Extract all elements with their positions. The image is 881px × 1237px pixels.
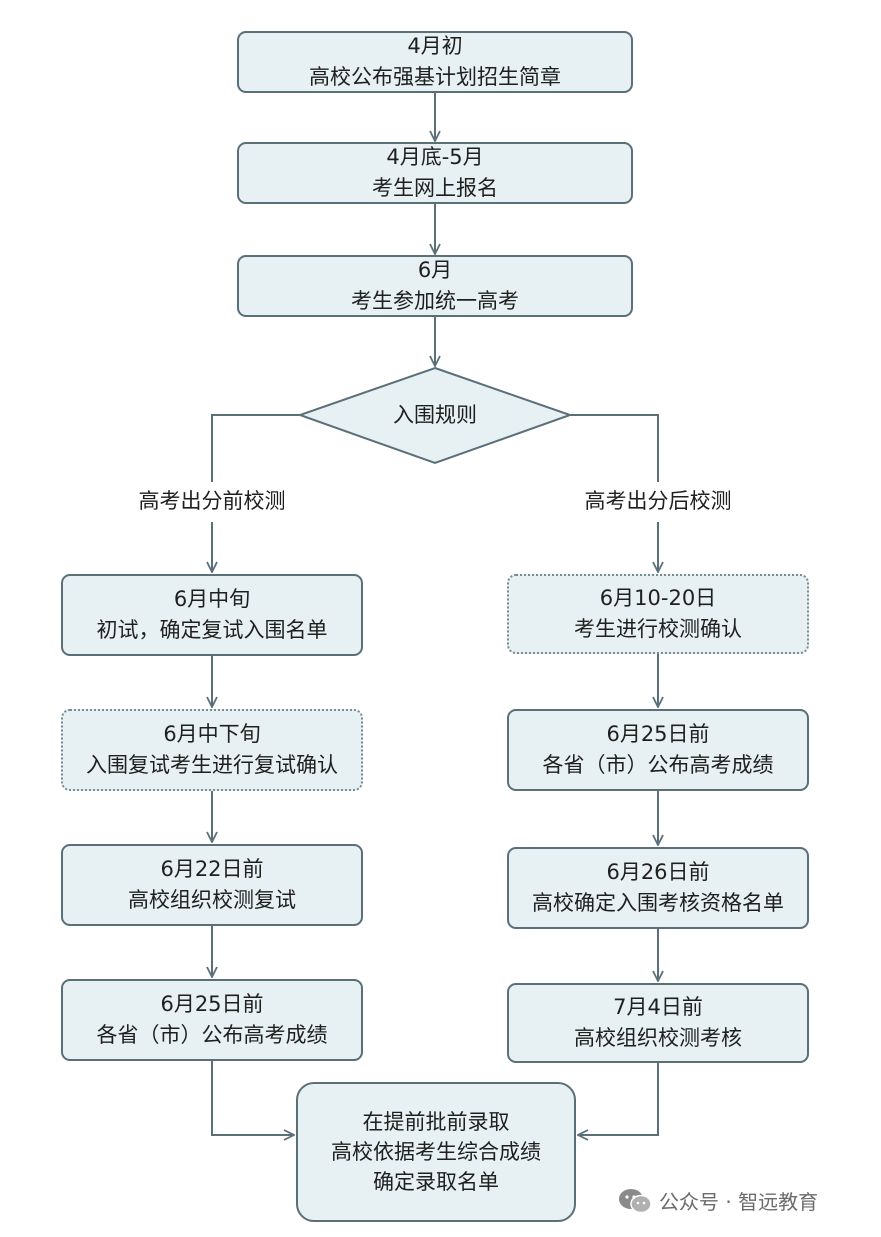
final-line-1: 在提前批前录取 xyxy=(362,1110,510,1134)
branch-right-line xyxy=(570,414,659,482)
arrow-right-to-final xyxy=(578,1062,659,1135)
wechat-icon xyxy=(619,1188,652,1213)
right-step-1-box: 6月10-20日 考生进行校测确认 xyxy=(507,574,809,654)
step-register-box: 4月底-5月 考生网上报名 xyxy=(237,142,633,204)
watermark-text: 公众号 · 智远教育 xyxy=(659,1190,819,1214)
left-step-1-box: 6月中旬 初试，确定复试入围名单 xyxy=(61,574,363,656)
step-register-text: 考生网上报名 xyxy=(372,176,498,200)
left-step-3-text: 高校组织校测复试 xyxy=(128,888,296,912)
right-step-2-date: 6月25日前 xyxy=(606,722,710,746)
right-step-2-text: 各省（市）公布高考成绩 xyxy=(542,753,774,777)
branch-left-label: 高考出分前校测 xyxy=(138,489,286,513)
step-announce-box: 4月初 高校公布强基计划招生简章 xyxy=(237,31,633,93)
arrow-left-to-final xyxy=(211,1061,294,1135)
left-step-2-date: 6月中下旬 xyxy=(163,722,261,746)
left-step-1-text: 初试，确定复试入围名单 xyxy=(96,618,328,642)
right-step-2-box: 6月25日前 各省（市）公布高考成绩 xyxy=(507,709,809,791)
final-line-3: 确定录取名单 xyxy=(373,1170,499,1194)
final-admission-box: 在提前批前录取 高校依据考生综合成绩 确定录取名单 xyxy=(296,1082,576,1222)
left-step-2-text: 入围复试考生进行复试确认 xyxy=(86,753,338,777)
right-step-1-text: 考生进行校测确认 xyxy=(574,617,742,641)
watermark: 公众号 · 智远教育 xyxy=(617,1186,818,1215)
final-line-2: 高校依据考生综合成绩 xyxy=(331,1140,541,1164)
right-step-3-date: 6月26日前 xyxy=(606,860,710,884)
right-step-3-box: 6月26日前 高校确定入围考核资格名单 xyxy=(507,847,809,929)
right-step-4-date: 7月4日前 xyxy=(613,995,703,1019)
branch-right-label: 高考出分后校测 xyxy=(584,489,732,513)
decision-diamond xyxy=(296,366,574,465)
left-step-1-date: 6月中旬 xyxy=(173,587,251,611)
left-step-3-date: 6月22日前 xyxy=(160,857,264,881)
step-gaokao-box: 6月 考生参加统一高考 xyxy=(237,255,633,317)
step-gaokao-date: 6月 xyxy=(417,258,453,282)
decision-label: 入围规则 xyxy=(393,403,477,427)
left-step-4-box: 6月25日前 各省（市）公布高考成绩 xyxy=(61,979,363,1061)
left-step-2-box: 6月中下旬 入围复试考生进行复试确认 xyxy=(61,709,363,791)
step-gaokao-text: 考生参加统一高考 xyxy=(351,289,519,313)
right-step-4-box: 7月4日前 高校组织校测考核 xyxy=(507,983,809,1063)
left-step-3-box: 6月22日前 高校组织校测复试 xyxy=(61,844,363,926)
branch-left-line xyxy=(211,414,300,482)
step-register-date: 4月底-5月 xyxy=(386,145,484,169)
left-step-4-date: 6月25日前 xyxy=(160,992,264,1016)
step-announce-text: 高校公布强基计划招生简章 xyxy=(309,65,561,89)
step-announce-date: 4月初 xyxy=(407,34,463,58)
left-step-4-text: 各省（市）公布高考成绩 xyxy=(96,1023,328,1047)
right-step-4-text: 高校组织校测考核 xyxy=(574,1026,742,1050)
right-step-3-text: 高校确定入围考核资格名单 xyxy=(532,891,784,915)
right-step-1-date: 6月10-20日 xyxy=(599,586,717,610)
